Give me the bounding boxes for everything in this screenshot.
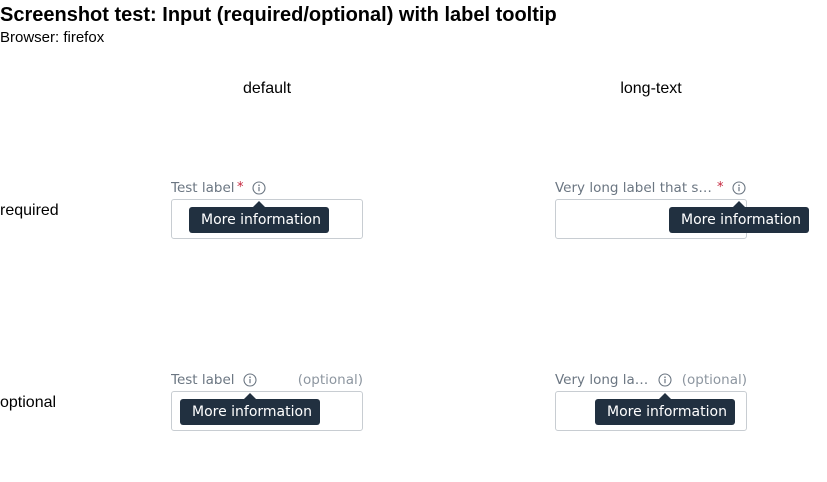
tooltip-text: More information bbox=[607, 404, 727, 420]
input-label-row: Test label * bbox=[171, 179, 363, 197]
info-icon[interactable] bbox=[243, 373, 257, 387]
input-label-row: Test label (optional) bbox=[171, 371, 363, 389]
label-tooltip: More information bbox=[595, 393, 735, 425]
column-header-default: default bbox=[242, 80, 292, 97]
row-header-optional: optional bbox=[0, 394, 57, 411]
input-label: Very long label that s… bbox=[555, 180, 712, 196]
input-label: Test label bbox=[171, 372, 235, 388]
input-cell-required-default: Test label * More information bbox=[171, 179, 363, 239]
tooltip-text: More information bbox=[201, 212, 321, 228]
optional-indicator: (optional) bbox=[297, 372, 363, 388]
browser-info: Browser: firefox bbox=[0, 29, 105, 46]
tooltip-text: More information bbox=[192, 404, 312, 420]
required-marker: * bbox=[717, 180, 724, 195]
tooltip-arrow bbox=[244, 393, 256, 399]
label-tooltip: More information bbox=[180, 393, 320, 425]
tooltip-arrow bbox=[733, 201, 745, 207]
tooltip-arrow bbox=[253, 201, 265, 207]
input-label: Very long la… bbox=[555, 372, 649, 388]
input-label: Test label bbox=[171, 180, 235, 196]
required-marker: * bbox=[237, 180, 244, 195]
input-label-row: Very long label that s… * bbox=[555, 179, 747, 197]
page-title: Screenshot test: Input (required/optiona… bbox=[0, 4, 557, 26]
input-label-row: Very long la… (optional) bbox=[555, 371, 747, 389]
input-cell-optional-long-text: Very long la… (optional) More informatio… bbox=[555, 371, 747, 431]
row-header-required: required bbox=[0, 202, 59, 219]
input-cell-optional-default: Test label (optional) More information bbox=[171, 371, 363, 431]
column-header-long-text: long-text bbox=[620, 80, 682, 97]
info-icon[interactable] bbox=[252, 181, 266, 195]
optional-indicator: (optional) bbox=[681, 372, 747, 388]
input-cell-required-long-text: Very long label that s… * More informati… bbox=[555, 179, 809, 239]
info-icon[interactable] bbox=[732, 181, 746, 195]
label-tooltip: More information bbox=[189, 201, 329, 233]
info-icon[interactable] bbox=[658, 373, 672, 387]
tooltip-arrow bbox=[659, 393, 671, 399]
tooltip-text: More information bbox=[681, 212, 801, 228]
label-tooltip: More information bbox=[669, 201, 809, 233]
